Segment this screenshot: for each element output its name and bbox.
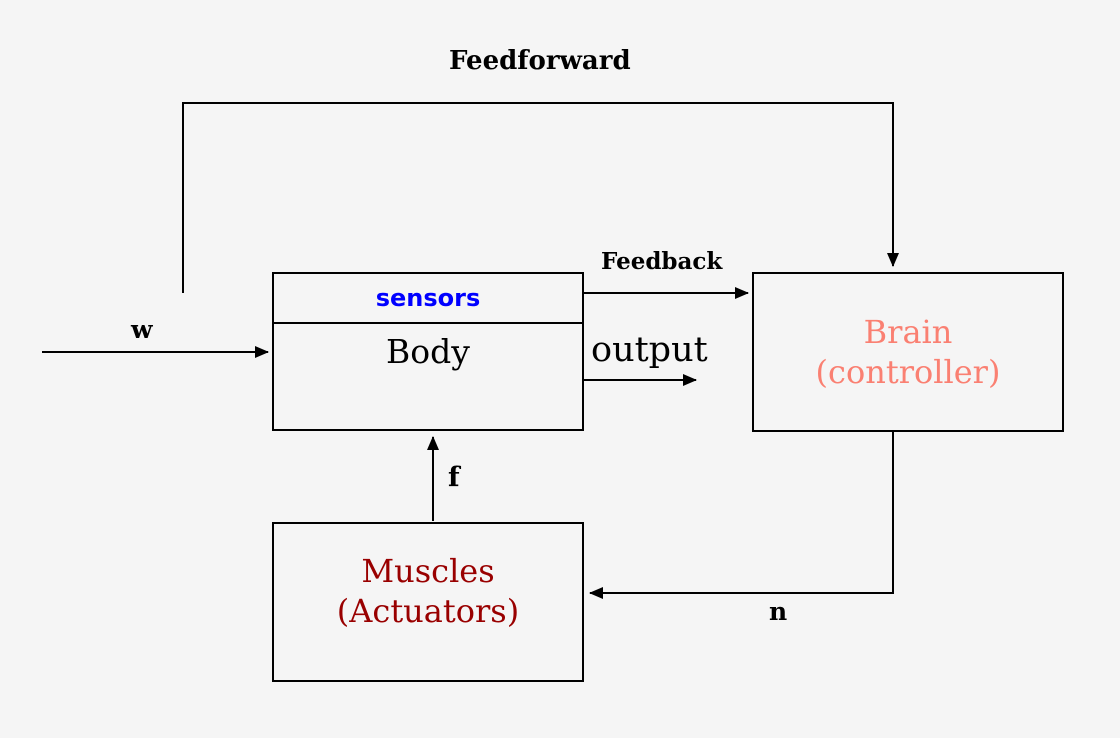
w-input-label: w [131,315,153,344]
muscles-label-line2: (Actuators) [336,592,520,630]
brain-label-line2: (controller) [815,353,1001,391]
n-wire [589,432,894,599]
feedforward-wire [182,102,899,293]
brain-label-line1: Brain [863,313,953,351]
muscles-label-line1: Muscles [361,552,495,590]
muscles-box: Muscles (Actuators) [272,522,584,682]
f-label: f [448,462,460,493]
body-label: Body [386,332,470,371]
brain-box: Brain (controller) [752,272,1064,432]
feedforward-label: Feedforward [449,46,631,76]
sensors-label: sensors [375,284,481,312]
feedback-label: Feedback [601,248,723,275]
body-cell: Body [274,324,582,429]
sensors-strip: sensors [274,274,582,324]
body-box: sensors Body [272,272,584,431]
output-label: output [591,330,708,370]
n-label: n [769,597,788,626]
